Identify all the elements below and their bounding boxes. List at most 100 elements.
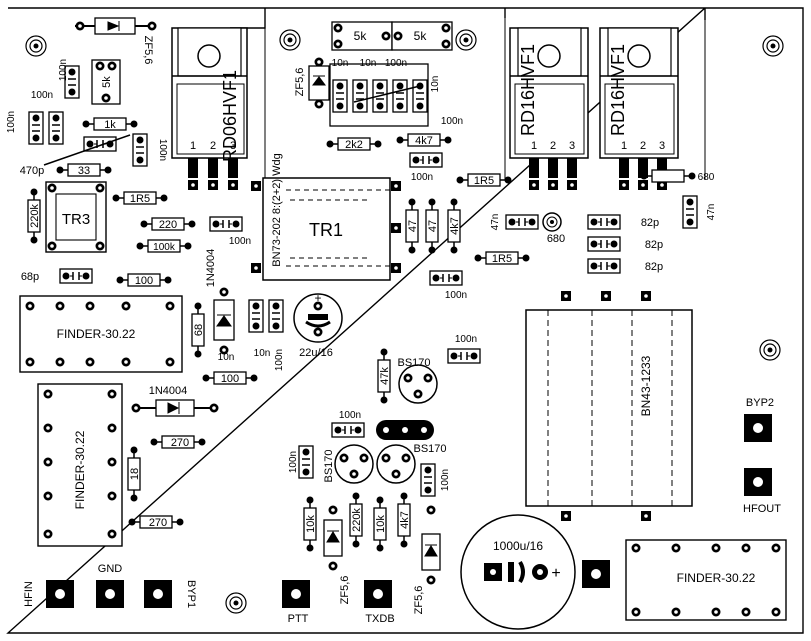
relay-finder-3: FINDER-30.22 [625, 539, 787, 621]
connector-byp2-label: BYP2 [746, 397, 774, 409]
svg-text:1R5: 1R5 [474, 175, 494, 187]
svg-text:82p: 82p [645, 239, 663, 251]
zener-diode [421, 505, 441, 585]
svg-text:100: 100 [135, 275, 153, 287]
connector-byp1[interactable] [144, 580, 172, 608]
connector-gnd[interactable] [96, 580, 124, 608]
svg-text:10n: 10n [254, 348, 271, 359]
svg-text:68: 68 [193, 324, 205, 336]
connector-txdb[interactable] [364, 580, 392, 608]
capacitor-82p [587, 236, 621, 252]
transistor-part-label: RD06HVF1 [220, 70, 240, 162]
capacitor-82p [587, 258, 621, 274]
svg-text:1R5: 1R5 [492, 253, 512, 265]
trimmer-5k: 5k [331, 21, 393, 51]
svg-text:FINDER-30.22: FINDER-30.22 [73, 430, 87, 509]
resistor [639, 169, 697, 183]
diode-1n4004 [213, 287, 235, 355]
svg-text:22u/16: 22u/16 [299, 347, 333, 359]
transformer-tr3: TR3 [45, 181, 107, 253]
zener-diode [75, 17, 157, 35]
svg-text:10n: 10n [218, 352, 235, 363]
connector-gnd-label: GND [98, 563, 123, 575]
svg-text:FINDER-30.22: FINDER-30.22 [677, 571, 756, 585]
resistor [542, 212, 562, 232]
relay-finder-1: FINDER-30.22 [19, 295, 183, 373]
svg-text:10n: 10n [360, 58, 377, 69]
connector-hfout[interactable] [744, 468, 772, 496]
capacitor-100n [28, 111, 44, 145]
mounting-hole [455, 29, 477, 51]
svg-text:BS170: BS170 [397, 357, 430, 369]
connector-hfin[interactable] [46, 580, 74, 608]
svg-text:680: 680 [698, 172, 715, 183]
connector-ptt[interactable] [282, 580, 310, 608]
mounting-hole [279, 29, 301, 51]
svg-text:BS170: BS170 [413, 443, 446, 455]
trimmer-5k: 5k [91, 59, 121, 105]
svg-text:100n: 100n [229, 236, 251, 247]
svg-text:470p: 470p [20, 165, 44, 177]
svg-text:68p: 68p [21, 271, 39, 283]
svg-text:10k: 10k [305, 515, 317, 533]
zener-label: ZF5,6 [142, 36, 154, 65]
svg-text:5k: 5k [354, 29, 368, 43]
svg-text:100n: 100n [440, 469, 451, 491]
svg-text:TR1: TR1 [309, 220, 343, 240]
capacitor-10n [268, 299, 284, 333]
svg-text:4k7: 4k7 [415, 135, 433, 147]
svg-text:100: 100 [221, 373, 239, 385]
capacitor-100n [429, 270, 463, 286]
svg-text:100n: 100n [441, 116, 463, 127]
connector-byp2[interactable] [744, 414, 772, 442]
svg-text:100n: 100n [274, 349, 285, 371]
svg-text:100n: 100n [58, 59, 69, 81]
mounting-hole [759, 339, 781, 361]
svg-text:3: 3 [569, 140, 575, 152]
capacitor-row [329, 63, 429, 127]
capacitor-22u: + [293, 291, 343, 343]
svg-text:100k: 100k [153, 242, 176, 253]
svg-text:100n: 100n [411, 172, 433, 183]
capacitor-10n [248, 299, 264, 333]
svg-text:4k7: 4k7 [399, 511, 411, 529]
svg-text:18: 18 [129, 468, 141, 480]
svg-text:1N4004: 1N4004 [205, 249, 217, 288]
svg-text:1000u/16: 1000u/16 [493, 539, 543, 553]
transistor-rd16hvf1: RD16HVF1 1 2 3 [509, 27, 589, 190]
svg-text:270: 270 [149, 517, 167, 529]
mosfet-bs170 [376, 444, 416, 484]
svg-text:47: 47 [407, 220, 419, 232]
svg-text:2: 2 [550, 140, 556, 152]
svg-text:100n: 100n [157, 139, 168, 161]
diode-1n4004 [131, 399, 219, 417]
connector-hfout-label: HFOUT [743, 503, 781, 515]
capacitor-100n [132, 133, 148, 167]
connector-ptt-label: PTT [288, 613, 309, 625]
trimmer-5k: 5k [391, 21, 453, 51]
connector-hfin-label: HFIN [23, 581, 35, 607]
svg-text:2: 2 [210, 140, 216, 152]
svg-text:220k: 220k [29, 204, 41, 228]
connector-byp1-label: BYP1 [185, 580, 197, 608]
pad-row [376, 420, 434, 440]
svg-text:BS170: BS170 [323, 449, 335, 482]
tr1-core-label: BN73-202 8:(2+2) Wdg [271, 153, 283, 266]
transistor-part-label: RD16HVF1 [608, 44, 628, 136]
svg-text:100n: 100n [288, 451, 299, 473]
zener-label: ZF5,6 [294, 68, 306, 97]
capacitor-47n [505, 214, 539, 230]
svg-text:100n: 100n [455, 334, 477, 345]
connector-pad [582, 560, 610, 588]
connector-txdb-label: TXDB [365, 613, 394, 625]
svg-text:10n: 10n [430, 76, 441, 93]
svg-text:47k: 47k [379, 367, 391, 385]
svg-text:47: 47 [427, 220, 439, 232]
capacitor-1000u: + [460, 514, 576, 630]
svg-text:2: 2 [640, 140, 646, 152]
svg-text:5k: 5k [101, 76, 113, 88]
capacitor-47n [682, 195, 698, 229]
mounting-hole [225, 592, 247, 614]
svg-text:270: 270 [171, 437, 189, 449]
